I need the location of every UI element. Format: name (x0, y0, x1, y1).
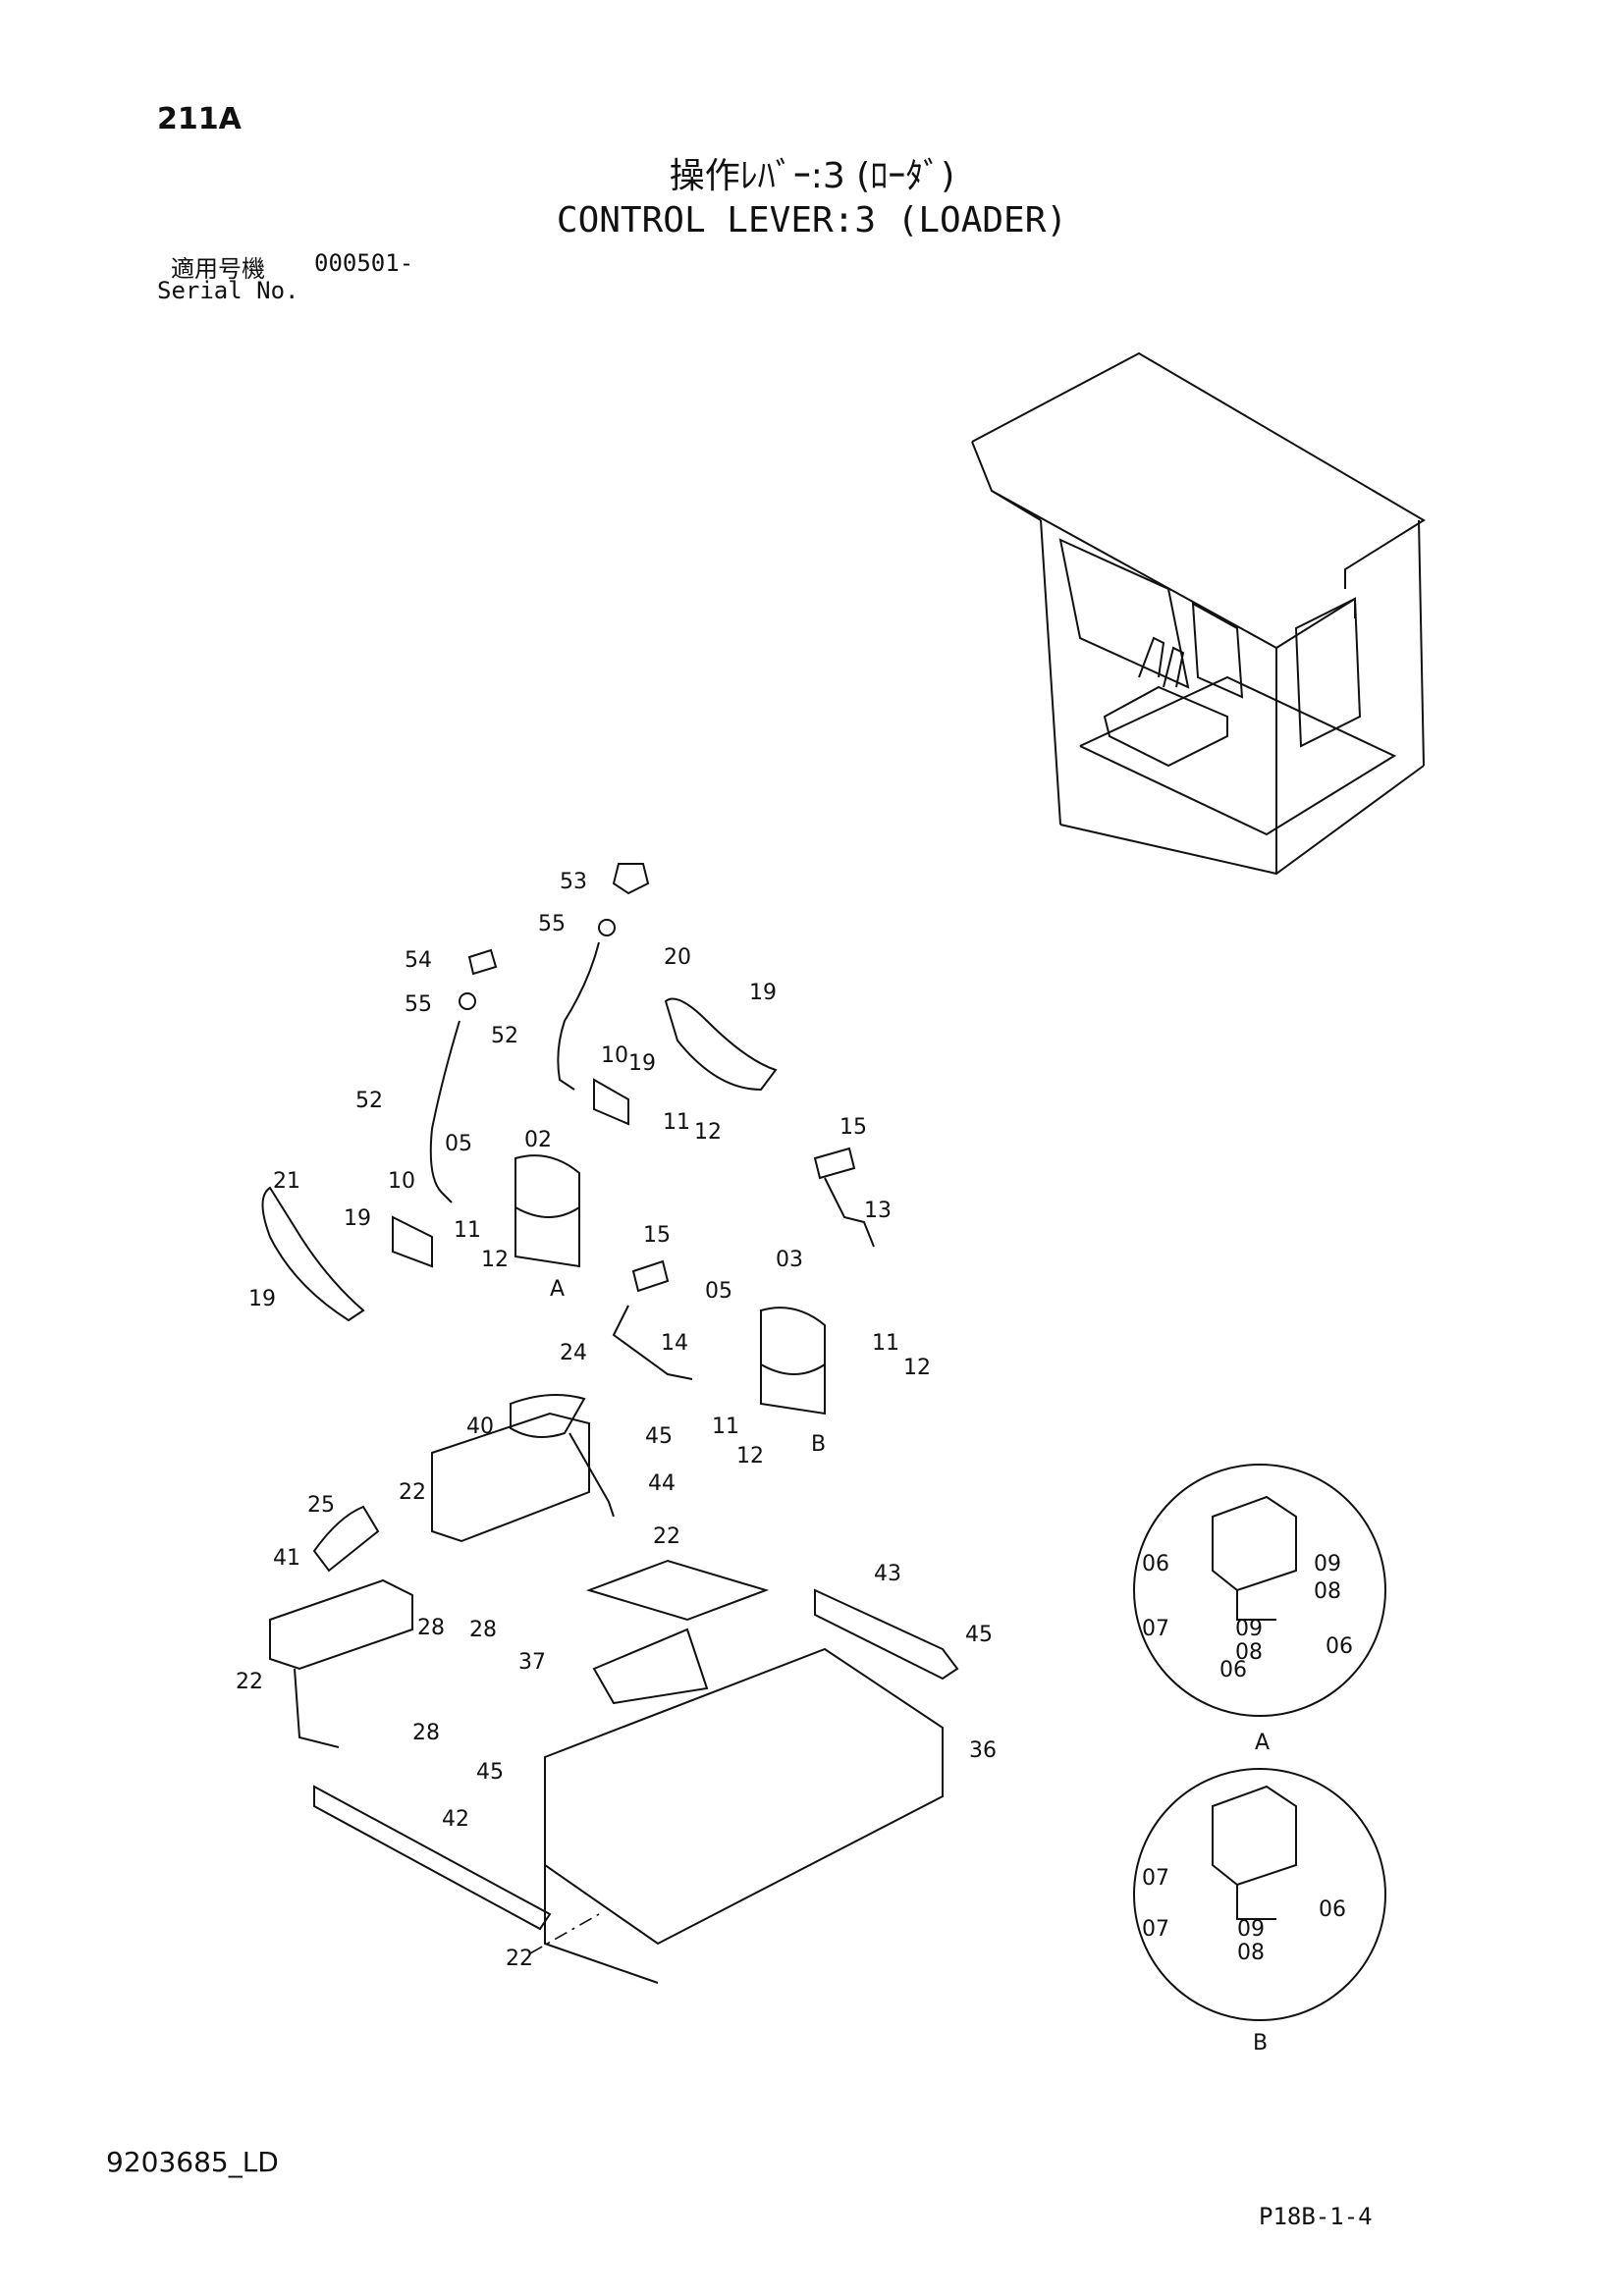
detail-a-callout-08: 08 (1314, 1579, 1341, 1604)
callout-15: 15 (643, 1223, 671, 1248)
detail-a-callout-09: 09 (1235, 1617, 1263, 1641)
callout-21: 21 (273, 1169, 300, 1194)
callout-52: 52 (491, 1024, 518, 1048)
callout-05: 05 (445, 1132, 472, 1156)
callout-42: 42 (442, 1807, 469, 1832)
callout-19: 19 (749, 981, 777, 1005)
callout-11: 11 (454, 1218, 481, 1243)
callout-11: 11 (663, 1110, 690, 1135)
detail-view-a (1133, 1464, 1386, 1717)
callout-22: 22 (236, 1670, 263, 1694)
detail-b-callout-06: 06 (1319, 1897, 1346, 1922)
callout-19: 19 (248, 1287, 276, 1311)
cab-overview (971, 351, 1426, 876)
serial-number: 000501- (314, 249, 414, 277)
detail-view-label-b: B (1253, 2031, 1268, 2056)
callout-37: 37 (518, 1650, 546, 1675)
left-lever-assembly (261, 863, 778, 1322)
detail-b-callout-08: 08 (1237, 1941, 1265, 1965)
document-id: 9203685_LD (106, 2146, 279, 2178)
detail-a-callout-06: 06 (1326, 1634, 1353, 1659)
detail-b-callout-07: 07 (1142, 1917, 1169, 1942)
callout-40: 40 (466, 1415, 494, 1439)
callout-45: 45 (965, 1623, 993, 1647)
callout-36: 36 (969, 1738, 997, 1763)
callout-B: B (811, 1432, 826, 1457)
right-lever-assembly (612, 1147, 875, 1415)
detail-b-callout-07: 07 (1142, 1866, 1169, 1891)
callout-15: 15 (839, 1115, 867, 1140)
callout-19: 19 (628, 1051, 656, 1076)
page-reference: P18B-1-4 (1259, 2203, 1373, 2230)
callout-24: 24 (560, 1341, 587, 1365)
callout-28: 28 (412, 1721, 440, 1745)
callout-45: 45 (645, 1424, 673, 1449)
detail-a-callout-06: 06 (1219, 1658, 1247, 1682)
callout-11: 11 (712, 1415, 739, 1439)
callout-55: 55 (405, 992, 432, 1017)
detail-view-label-a: A (1255, 1731, 1270, 1755)
callout-12: 12 (481, 1248, 509, 1272)
callout-44: 44 (648, 1471, 676, 1496)
callout-22: 22 (653, 1524, 680, 1549)
detail-a-callout-07: 07 (1142, 1617, 1169, 1641)
callout-A: A (550, 1277, 565, 1302)
callout-14: 14 (661, 1331, 688, 1356)
callout-10: 10 (601, 1043, 628, 1068)
detail-a-callout-06: 06 (1142, 1552, 1169, 1576)
callout-12: 12 (694, 1120, 722, 1145)
callout-43: 43 (874, 1562, 901, 1586)
callout-54: 54 (405, 948, 432, 973)
callout-41: 41 (273, 1546, 300, 1571)
detail-view-b (1133, 1768, 1386, 2021)
detail-a-callout-08: 08 (1235, 1640, 1263, 1665)
title-english: CONTROL LEVER:3 (LOADER) (556, 200, 1068, 240)
callout-12: 12 (736, 1444, 764, 1468)
callout-55: 55 (538, 912, 566, 936)
callout-13: 13 (864, 1199, 892, 1223)
detail-b-callout-09: 09 (1237, 1917, 1265, 1942)
callout-05: 05 (705, 1279, 732, 1304)
callout-20: 20 (664, 945, 691, 970)
callout-19: 19 (344, 1206, 371, 1231)
callout-28: 28 (417, 1616, 445, 1640)
callout-28: 28 (469, 1618, 497, 1642)
callout-10: 10 (388, 1169, 415, 1194)
page-code: 211A (157, 102, 242, 136)
callout-45: 45 (476, 1760, 504, 1785)
callout-25: 25 (307, 1493, 335, 1518)
callout-52: 52 (355, 1089, 383, 1113)
serial-label-japanese: 適用号機 (171, 255, 265, 283)
callout-22: 22 (399, 1480, 426, 1505)
callout-03: 03 (776, 1248, 803, 1272)
callout-22: 22 (506, 1947, 533, 1971)
serial-label-english: Serial No. (157, 277, 299, 304)
callout-12: 12 (903, 1356, 931, 1380)
callout-53: 53 (560, 870, 587, 894)
title-japanese: 操作ﾚﾊﾞｰ:3 (ﾛｰﾀﾞ) (669, 156, 955, 196)
callout-02: 02 (524, 1128, 552, 1152)
mounting-frames (269, 1394, 959, 1984)
callout-11: 11 (872, 1331, 899, 1356)
detail-a-callout-09: 09 (1314, 1552, 1341, 1576)
